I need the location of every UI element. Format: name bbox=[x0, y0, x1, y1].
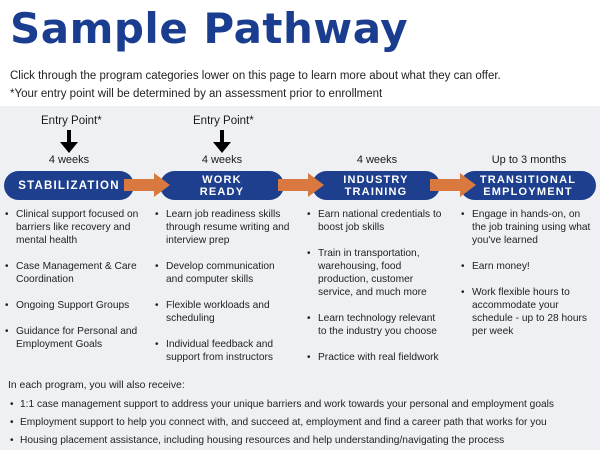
list-item: Earn national credentials to boost job s… bbox=[306, 208, 446, 234]
list-item: Train in transportation, warehousing, fo… bbox=[306, 247, 446, 299]
list-item: Earn money! bbox=[460, 260, 596, 273]
subtitle-instructions: Click through the program categories low… bbox=[10, 70, 501, 82]
down-arrow-icon bbox=[213, 130, 231, 153]
list-item: Employment support to help you connect w… bbox=[10, 416, 554, 429]
right-arrow-icon bbox=[278, 173, 324, 197]
stage-stabilization-label: STABILIZATION bbox=[18, 179, 120, 192]
stage-work-ready-button[interactable]: WORK READY bbox=[160, 171, 284, 200]
stage-transitional-employment-label-line1: TRANSITIONAL bbox=[479, 173, 577, 186]
stage-work-ready-label-line2: READY bbox=[199, 185, 245, 198]
work-ready-bullets: Learn job readiness skills through resum… bbox=[154, 208, 294, 377]
stage-industry-training-label-line1: INDUSTRY bbox=[343, 173, 409, 186]
list-item: Clinical support focused on barriers lik… bbox=[4, 208, 146, 247]
subtitle-entry-note: *Your entry point will be determined by … bbox=[10, 88, 383, 100]
list-item: Ongoing Support Groups bbox=[4, 299, 146, 312]
list-item: Flexible workloads and scheduling bbox=[154, 299, 294, 325]
stage-work-ready-label-line1: WORK bbox=[202, 173, 242, 186]
list-item: Work flexible hours to accommodate your … bbox=[460, 286, 596, 338]
shared-services-heading: In each program, you will also receive: bbox=[8, 380, 185, 391]
shared-services-list: 1:1 case management support to address y… bbox=[10, 398, 554, 452]
industry-training-bullets: Earn national credentials to boost job s… bbox=[306, 208, 446, 377]
list-item: Housing placement assistance, including … bbox=[10, 434, 554, 447]
entry-point-label-stabilization: Entry Point* bbox=[41, 115, 102, 127]
list-item: 1:1 case management support to address y… bbox=[10, 398, 554, 411]
stage-transitional-employment-label-line2: EMPLOYMENT bbox=[483, 185, 573, 198]
list-item: Guidance for Personal and Employment Goa… bbox=[4, 325, 146, 351]
transitional-employment-bullets: Engage in hands-on, on the job training … bbox=[460, 208, 596, 351]
duration-industry-training: 4 weeks bbox=[356, 154, 398, 166]
list-item: Develop communication and computer skill… bbox=[154, 260, 294, 286]
list-item: Engage in hands-on, on the job training … bbox=[460, 208, 596, 247]
page-title: Sample Pathway bbox=[10, 4, 409, 53]
list-item: Learn job readiness skills through resum… bbox=[154, 208, 294, 247]
list-item: Case Management & Care Coordination bbox=[4, 260, 146, 286]
list-item: Practice with real fieldwork bbox=[306, 351, 446, 364]
list-item: Learn technology relevant to the industr… bbox=[306, 312, 446, 338]
right-arrow-icon bbox=[124, 173, 170, 197]
stage-stabilization-button[interactable]: STABILIZATION bbox=[4, 171, 134, 200]
list-item: Individual feedback and support from ins… bbox=[154, 338, 294, 364]
duration-stabilization: 4 weeks bbox=[48, 154, 90, 166]
stabilization-bullets: Clinical support focused on barriers lik… bbox=[4, 208, 146, 364]
stage-transitional-employment-button[interactable]: TRANSITIONAL EMPLOYMENT bbox=[460, 171, 596, 200]
duration-transitional-employment: Up to 3 months bbox=[491, 154, 567, 166]
stage-industry-training-label-line2: TRAINING bbox=[344, 185, 408, 198]
down-arrow-icon bbox=[60, 130, 78, 153]
stage-industry-training-button[interactable]: INDUSTRY TRAINING bbox=[312, 171, 440, 200]
header: Sample Pathway Click through the program… bbox=[0, 0, 600, 106]
right-arrow-icon bbox=[430, 173, 476, 197]
entry-point-label-work-ready: Entry Point* bbox=[193, 115, 254, 127]
duration-work-ready: 4 weeks bbox=[201, 154, 243, 166]
